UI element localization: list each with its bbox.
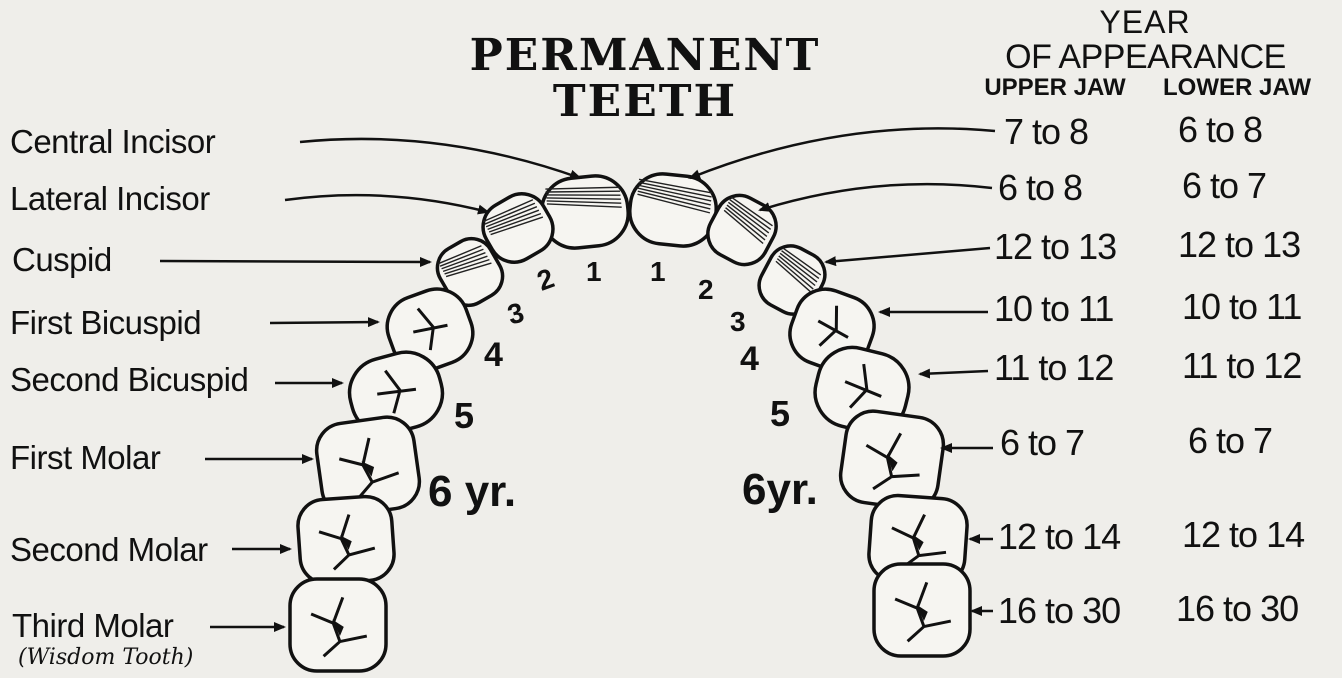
tooth-number-right-1: 1 [650, 258, 666, 286]
arrow-right-lateral-incisor [760, 184, 992, 210]
tooth-left-third-molar [290, 579, 386, 671]
upper-age-second-bicuspid: 11 to 12 [994, 350, 1113, 386]
lower-age-third-molar: 16 to 30 [1176, 591, 1298, 627]
six-year-molar-right: 6yr. [742, 468, 818, 512]
lower-age-lateral-incisor: 6 to 7 [1182, 168, 1266, 204]
title-line-2: TEETH [420, 80, 870, 124]
tooth-right-central-incisor [627, 171, 720, 250]
label-first-molar: First Molar [10, 441, 160, 474]
label-third-molar: Third Molar [12, 609, 173, 642]
arrow-left-first-bicuspid [270, 322, 378, 323]
upper-age-lateral-incisor: 6 to 8 [998, 170, 1082, 206]
label-second-molar: Second Molar [10, 533, 208, 566]
upper-age-cuspid: 12 to 13 [994, 229, 1116, 265]
header-of-appearance: OF APPEARANCE [978, 40, 1313, 74]
label-wisdom-tooth: (Wisdom Tooth) [18, 645, 193, 670]
tooth-number-right-2: 2 [698, 276, 714, 304]
lower-age-second-molar: 12 to 14 [1182, 517, 1304, 553]
lower-age-central-incisor: 6 to 8 [1178, 112, 1262, 148]
lower-age-cuspid: 12 to 13 [1178, 227, 1300, 263]
label-central-incisor: Central Incisor [10, 125, 215, 158]
header-lower-jaw: LOWER JAW [1163, 76, 1303, 100]
arrow-right-central-incisor [690, 128, 995, 178]
tooth-number-right-3: 3 [730, 308, 746, 336]
label-second-bicuspid: Second Bicuspid [10, 363, 248, 396]
lower-age-second-bicuspid: 11 to 12 [1182, 348, 1301, 384]
title-line-1: PERMANENT [420, 34, 870, 78]
lower-age-first-bicuspid: 10 to 11 [1182, 289, 1301, 325]
tooth-right-third-molar [874, 564, 970, 656]
tooth-number-right-5: 5 [770, 396, 790, 432]
tooth-number-right-4: 4 [740, 342, 759, 376]
teeth-group [290, 171, 970, 671]
upper-age-first-molar: 6 to 7 [1000, 425, 1084, 461]
upper-age-first-bicuspid: 10 to 11 [994, 291, 1113, 327]
arrow-left-central-incisor [300, 139, 580, 178]
lower-age-first-molar: 6 to 7 [1188, 423, 1272, 459]
tooth-number-left-4: 4 [484, 338, 503, 372]
arrow-left-cuspid [160, 261, 430, 262]
upper-age-third-molar: 16 to 30 [998, 593, 1120, 629]
tooth-number-left-1: 1 [586, 258, 602, 286]
arrow-right-second-bicuspid [920, 371, 988, 374]
label-cuspid: Cuspid [12, 243, 112, 276]
label-lateral-incisor: Lateral Incisor [10, 182, 210, 215]
upper-age-central-incisor: 7 to 8 [1004, 114, 1088, 150]
tooth-left-second-molar [296, 495, 396, 585]
tooth-number-left-5: 5 [454, 398, 474, 434]
header-year: YEAR [1050, 6, 1240, 38]
label-first-bicuspid: First Bicuspid [10, 306, 201, 339]
six-year-molar-left: 6 yr. [428, 470, 516, 514]
header-upper-jaw: UPPER JAW [975, 76, 1135, 100]
arrow-left-lateral-incisor [285, 195, 488, 212]
upper-age-second-molar: 12 to 14 [998, 519, 1120, 555]
arrow-right-cuspid [826, 248, 990, 262]
